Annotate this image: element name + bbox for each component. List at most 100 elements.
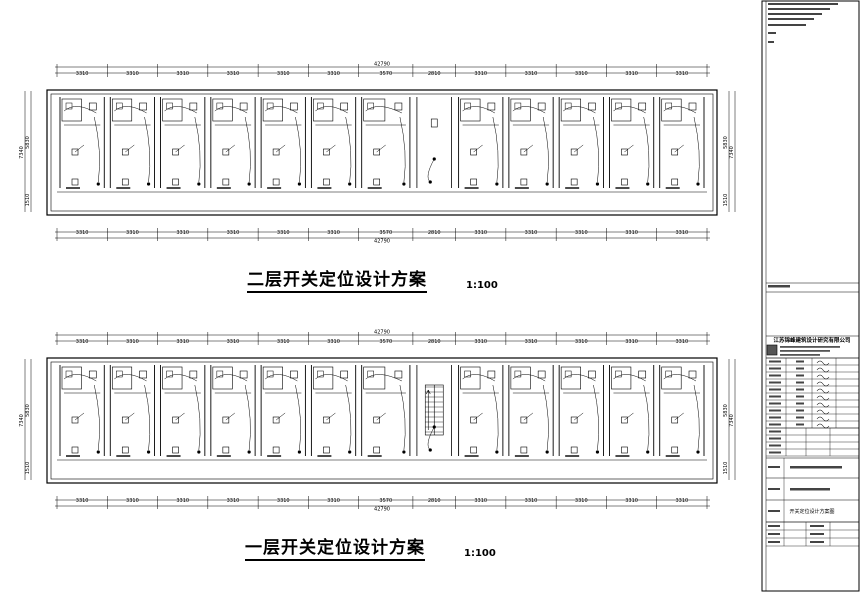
switch-dot (146, 182, 151, 186)
signature (816, 374, 830, 380)
socket-box (121, 178, 129, 186)
dim-label-segment: 3310 (474, 339, 487, 345)
socket-box (222, 178, 230, 186)
light-fixture (189, 370, 198, 379)
wiring (125, 412, 135, 421)
wiring (225, 412, 235, 421)
tb-cell-text (768, 466, 780, 468)
wiring (399, 384, 406, 451)
wiring (624, 412, 634, 421)
tb-cell-text (796, 423, 804, 426)
light-fixture (290, 370, 298, 379)
dim-label-total-bottom: 42790 (374, 507, 390, 513)
tb-cell-text (769, 437, 781, 440)
bath-fixture (514, 102, 522, 110)
bath-fixture (665, 370, 672, 378)
switch-dot (197, 182, 201, 186)
wiring (144, 384, 151, 451)
bathroom (560, 366, 581, 390)
bathroom (212, 366, 233, 390)
switch-dot (348, 182, 352, 186)
room (109, 365, 156, 457)
dim-label-segment: 2810 (428, 71, 441, 77)
switch-dot (402, 450, 406, 454)
wiring (663, 374, 697, 382)
socket-box (71, 148, 79, 156)
bath-fixture (116, 102, 123, 110)
tb-cell-text (768, 488, 780, 490)
dim-label-segment: 3310 (525, 339, 538, 345)
wiring (74, 144, 85, 153)
wiring (512, 374, 546, 382)
socket-box (121, 446, 129, 454)
title-block-frame (761, 0, 860, 592)
dim-label-segment: 3310 (126, 71, 139, 77)
wiring (295, 384, 301, 451)
bath-fixture (266, 370, 274, 378)
dim-label-segment: 3310 (525, 230, 538, 236)
wiring (94, 116, 100, 183)
room (361, 365, 411, 457)
socket-box (323, 446, 330, 454)
room (260, 365, 306, 457)
socket-box (272, 446, 280, 454)
wiring (462, 374, 496, 382)
socket-box (172, 178, 179, 186)
dim-label-side-inner: 5830 (723, 404, 729, 417)
switch-dot (247, 182, 251, 186)
bath-fixture (216, 370, 224, 378)
room (558, 365, 604, 457)
bathroom (61, 366, 82, 390)
dim-label-side-outer: 7340 (19, 146, 25, 159)
light-fixture (340, 102, 348, 111)
dim-label-segment: 3310 (277, 498, 290, 504)
plan-scale-second-floor: 1:100 (466, 280, 498, 291)
dim-label-segment: 3310 (327, 71, 340, 77)
outer-wall (46, 89, 718, 216)
dim-label-segment: 3310 (474, 71, 487, 77)
dim-label-segment: 3310 (327, 230, 340, 236)
company-detail-line (780, 346, 840, 348)
dim-label-segment: 3310 (575, 71, 588, 77)
tb-cell-text (796, 402, 804, 405)
dim-label-segment: 3310 (327, 339, 340, 345)
dim-label-segment: 3310 (675, 230, 688, 236)
switch-dot (96, 450, 100, 454)
dim-label-segment: 2810 (428, 339, 441, 345)
light-fixture (394, 102, 403, 111)
wiring (523, 412, 534, 421)
bath-fixture (615, 370, 622, 378)
socket-box (621, 148, 628, 156)
tb-cell-text (796, 381, 804, 384)
wiring (473, 412, 483, 421)
tb-cell-text (769, 374, 781, 377)
socket-box (272, 148, 280, 156)
wiring (663, 106, 697, 114)
wiring (194, 384, 201, 451)
wiring (492, 384, 499, 451)
wiring (275, 412, 286, 421)
light-fixture (239, 102, 248, 111)
tb-cell-text (769, 423, 781, 426)
switch-dot (646, 182, 650, 186)
room (59, 365, 105, 457)
tb-cell-text (810, 533, 824, 535)
wiring (295, 116, 301, 183)
socket-box (323, 148, 330, 156)
tb-cell-text (769, 381, 781, 384)
light-fixture (189, 102, 198, 111)
bathroom (61, 98, 82, 122)
wiring (74, 412, 85, 421)
dim-label-segment: 3310 (176, 230, 189, 236)
signature (816, 402, 830, 408)
signature (816, 360, 830, 366)
room (659, 97, 705, 189)
tb-cell-text (796, 367, 804, 370)
dim-label-side-inner: 5830 (25, 404, 31, 417)
switch-dot (595, 450, 600, 454)
light-fixture (340, 370, 348, 379)
dim-label-side-lower: 1510 (25, 194, 31, 207)
socket-box (373, 178, 380, 186)
tb-cell-text (796, 409, 804, 412)
wiring (574, 144, 584, 153)
